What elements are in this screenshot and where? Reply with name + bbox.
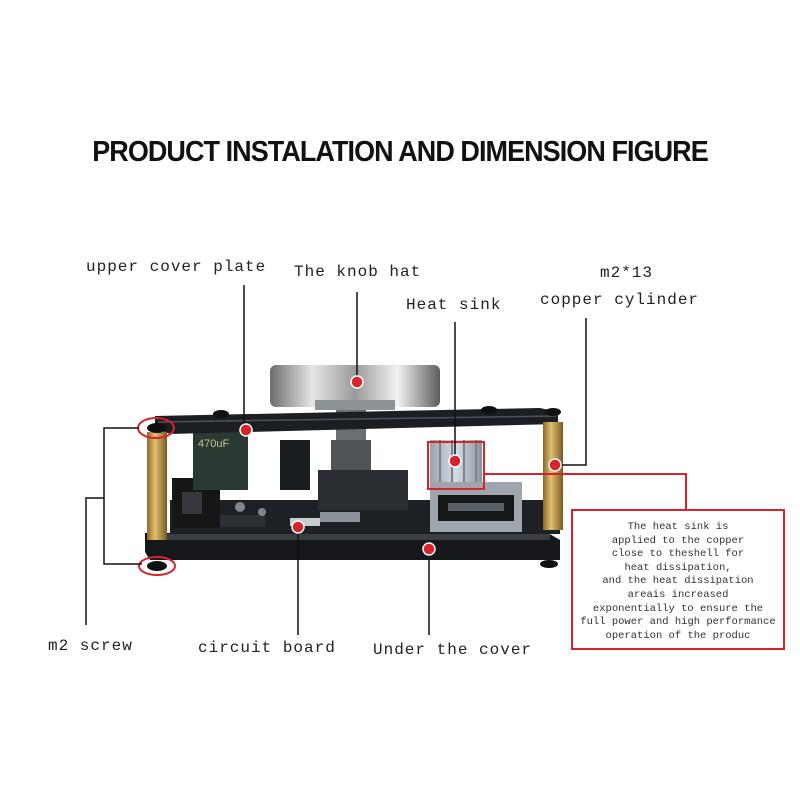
label-copper-cylinder: copper cylinder bbox=[540, 291, 700, 309]
potentiometer bbox=[280, 405, 408, 510]
note-line: and the heat dissipation bbox=[602, 575, 754, 588]
label-heat-sink: Heat sink bbox=[406, 296, 502, 314]
capacitor-marking: 470uF bbox=[198, 438, 229, 450]
label-under-cover: Under the cover bbox=[373, 641, 533, 659]
label-upper-cover-plate: upper cover plate bbox=[86, 258, 267, 276]
note-connector bbox=[484, 473, 687, 509]
note-line: The heat sink is bbox=[627, 521, 729, 533]
red-markers bbox=[239, 375, 562, 556]
heat-sink-note-box: The heat sink is applied to the copper c… bbox=[571, 509, 785, 650]
note-line: operation of the produc bbox=[605, 629, 751, 642]
note-line: heat dissipation, bbox=[624, 561, 732, 574]
usb-port bbox=[430, 482, 522, 532]
label-m2-screw: m2 screw bbox=[48, 637, 133, 655]
upper-cover-plate bbox=[155, 408, 558, 434]
m2-screws bbox=[147, 406, 561, 571]
under-cover-plate bbox=[145, 533, 560, 560]
copper-cylinder-left bbox=[147, 432, 167, 540]
note-line: exponentially to ensure the bbox=[592, 602, 764, 615]
label-circuit-board: circuit board bbox=[198, 639, 336, 657]
leader-lines bbox=[85, 285, 587, 635]
note-line: areais increased bbox=[627, 588, 729, 601]
note-line: full power and high performance bbox=[580, 616, 776, 629]
heat-sink-highlight-box bbox=[427, 441, 485, 490]
copper-cylinder-right bbox=[543, 422, 563, 530]
label-knob-hat: The knob hat bbox=[294, 263, 422, 281]
label-m2-13: m2*13 bbox=[600, 264, 654, 282]
page-title: PRODUCT INSTALATION AND DIMENSION FIGURE bbox=[92, 136, 708, 168]
capacitor: 470uF bbox=[193, 428, 248, 490]
note-line: applied to the copper bbox=[611, 534, 745, 547]
note-line: close to theshell for bbox=[611, 548, 745, 561]
